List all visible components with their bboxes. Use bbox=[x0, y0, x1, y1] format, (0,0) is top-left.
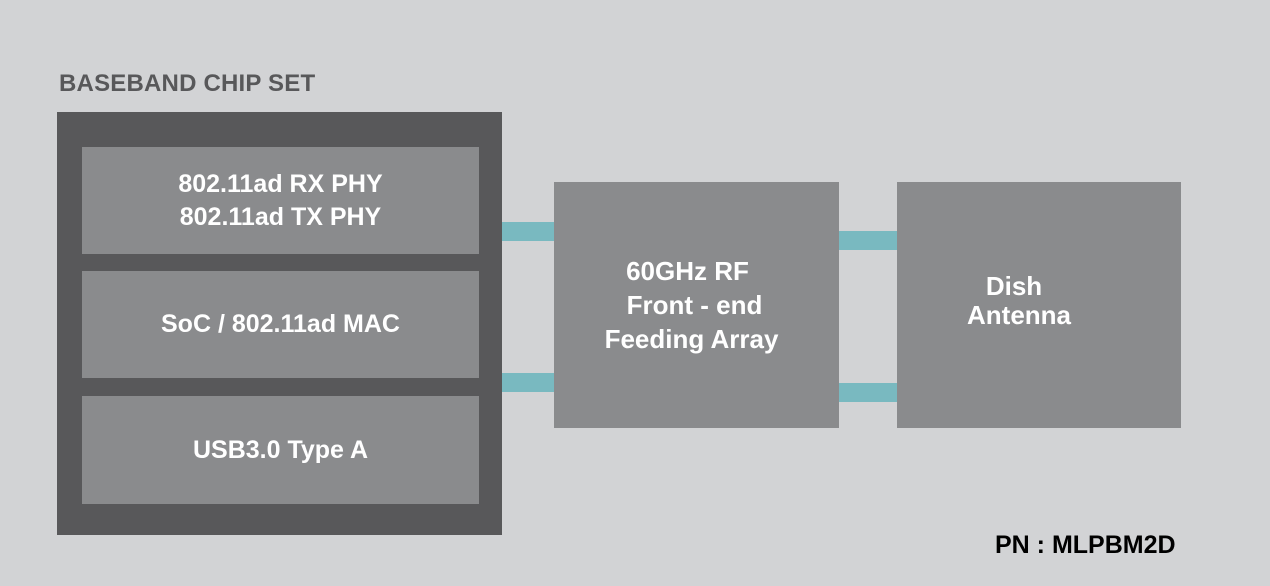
rf-label-line2: Front - end bbox=[626, 290, 763, 320]
rf-label-line3: Feeding Array bbox=[604, 324, 779, 354]
usb-label: USB3.0 Type A bbox=[192, 435, 369, 464]
rf-frontend-block: 60GHz RF Front - end Feeding Array bbox=[554, 182, 839, 428]
phy-tx-label: 802.11ad TX PHY bbox=[179, 202, 382, 231]
baseband-chipset-title: BASEBAND CHIP SET bbox=[59, 70, 316, 97]
phy-block: 802.11ad RX PHY 802.11ad TX PHY bbox=[82, 147, 479, 254]
usb-block: USB3.0 Type A bbox=[82, 396, 479, 504]
connector-rf-antenna-top bbox=[839, 231, 897, 250]
dish-antenna-block: Dish Antenna bbox=[897, 182, 1181, 428]
connector-rf-antenna-bottom bbox=[839, 383, 897, 402]
connector-chipset-rf-top bbox=[502, 222, 554, 241]
rf-label-line1: 60GHz RF bbox=[626, 256, 749, 286]
phy-rx-label: 802.11ad RX PHY bbox=[178, 169, 383, 198]
part-number: PN : MLPBM2D bbox=[995, 531, 1176, 559]
mac-block: SoC / 802.11ad MAC bbox=[82, 271, 479, 378]
connector-chipset-rf-bottom bbox=[502, 373, 554, 392]
antenna-label-line1: Dish bbox=[985, 271, 1043, 301]
mac-label: SoC / 802.11ad MAC bbox=[161, 310, 400, 338]
antenna-label-line2: Antenna bbox=[967, 300, 1071, 330]
